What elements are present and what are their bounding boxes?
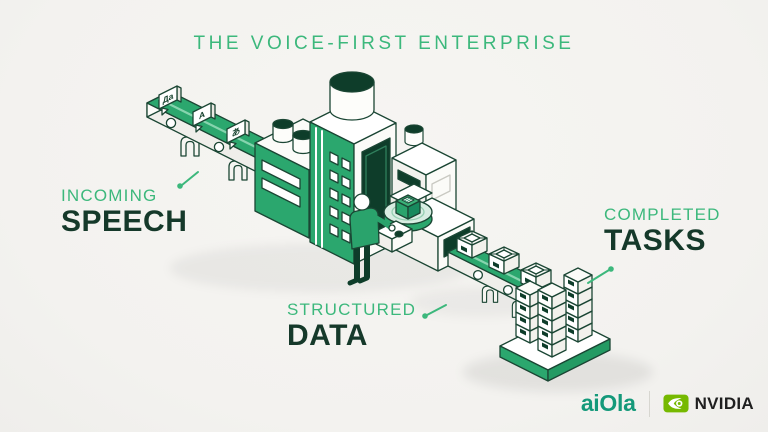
label-incoming-speech: INCOMING SPEECH	[61, 187, 187, 237]
tower-chimney	[329, 81, 375, 121]
worker-arm	[367, 212, 393, 230]
annex-chimney	[404, 124, 424, 147]
pointer-line-structured	[426, 304, 447, 316]
pointer-dot-structured	[422, 313, 428, 319]
pallet-edge-right	[547, 338, 611, 382]
label-structured-line1: STRUCTURED	[287, 300, 417, 319]
logo-divider	[648, 390, 650, 417]
page-title: THE VOICE-FIRST ENTERPRISE	[193, 33, 575, 54]
conveyor-roller	[213, 141, 225, 153]
speech-tile: あ	[226, 119, 250, 150]
aiola-logo: aiOla	[580, 390, 636, 416]
crate-stack-middle	[537, 282, 567, 358]
annex-emblem	[431, 174, 451, 201]
worker-head	[353, 193, 371, 211]
annex-chimney	[272, 118, 294, 144]
crate-stack-right	[563, 267, 593, 343]
label-incoming-line2: SPEECH	[61, 204, 188, 238]
speech-tile: Да	[158, 85, 182, 116]
worker-legs	[354, 242, 370, 282]
worker-feet	[347, 275, 370, 286]
label-completed-tasks: COMPLETED TASKS	[604, 206, 721, 256]
label-incoming-line1: INCOMING	[61, 186, 158, 205]
pointer-lines	[177, 171, 614, 319]
speech-tile-glyph: あ	[232, 125, 240, 139]
brand-footer: aiOla NVIDIA	[581, 390, 754, 417]
worker-figure	[347, 193, 396, 286]
label-structured-line2: DATA	[287, 318, 368, 352]
data-cube	[395, 194, 421, 220]
pallet-platform	[499, 267, 611, 382]
console-side	[391, 228, 413, 253]
speech-tile-glyph: A	[199, 109, 206, 122]
conveyor-roller	[165, 117, 177, 129]
conveyor-roller	[472, 269, 484, 281]
worker-torso	[349, 207, 380, 250]
label-structured-data: STRUCTURED DATA	[287, 301, 416, 351]
label-completed-line2: TASKS	[604, 223, 706, 257]
pointer-line-completed	[587, 269, 610, 284]
speech-tiles: Да A あ	[158, 85, 250, 150]
label-completed-line1: COMPLETED	[604, 205, 721, 224]
speech-tile-glyph: Да	[163, 90, 175, 105]
speech-tile: A	[192, 102, 216, 133]
tower-pinstripes	[315, 127, 323, 248]
worker-hand	[388, 224, 396, 232]
nvidia-logo: NVIDIA	[663, 394, 754, 414]
pointer-dot-completed	[608, 266, 614, 272]
nvidia-eye-icon	[663, 394, 689, 413]
pointer-dot-incoming	[177, 183, 183, 189]
pointer-line-incoming	[181, 171, 199, 186]
conveyor-roller	[502, 284, 514, 296]
console-knob	[394, 230, 404, 238]
nvidia-wordmark: NVIDIA	[694, 393, 754, 413]
tower-chimney-top	[329, 71, 375, 93]
